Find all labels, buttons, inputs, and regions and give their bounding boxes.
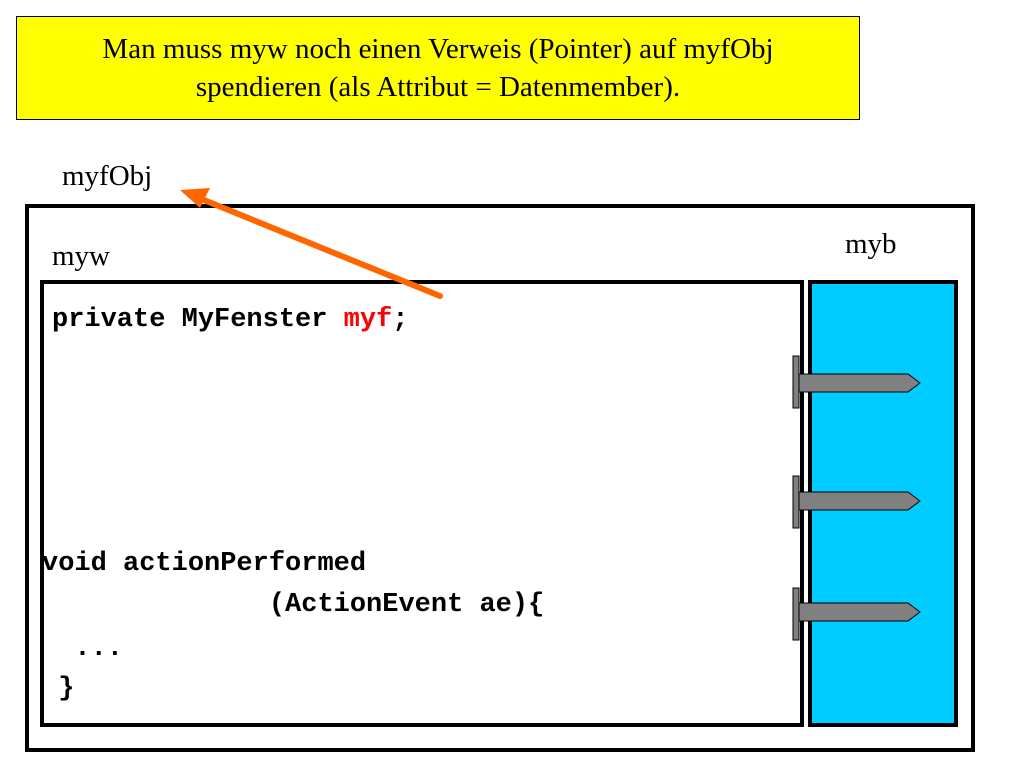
- myb-panel: [808, 280, 958, 727]
- callout-text-line-2: spendieren (als Attribut = Datenmember).: [195, 71, 681, 103]
- code-token-semicolon: ;: [392, 305, 409, 335]
- myw-panel: [40, 280, 804, 727]
- code-token-myf: myf: [343, 305, 393, 335]
- code-line-close-brace: }: [42, 674, 75, 704]
- myfobj-label: myfObj: [62, 160, 153, 192]
- code-line-method-signature: void actionPerformed: [42, 549, 367, 579]
- code-token-declaration: private MyFenster: [52, 305, 344, 335]
- myb-label: myb: [845, 228, 897, 260]
- code-line-field-declaration: private MyFenster myf;: [52, 305, 408, 335]
- myw-label: myw: [52, 240, 110, 272]
- callout-box: Man muss myw noch einen Verweis (Pointer…: [16, 16, 860, 120]
- outer-frame: [25, 204, 975, 752]
- callout-text-line-1: Man muss myw noch einen Verweis (Pointer…: [102, 33, 774, 65]
- code-line-body: ...: [42, 634, 124, 664]
- code-line-method-params: (ActionEvent ae){: [42, 590, 545, 620]
